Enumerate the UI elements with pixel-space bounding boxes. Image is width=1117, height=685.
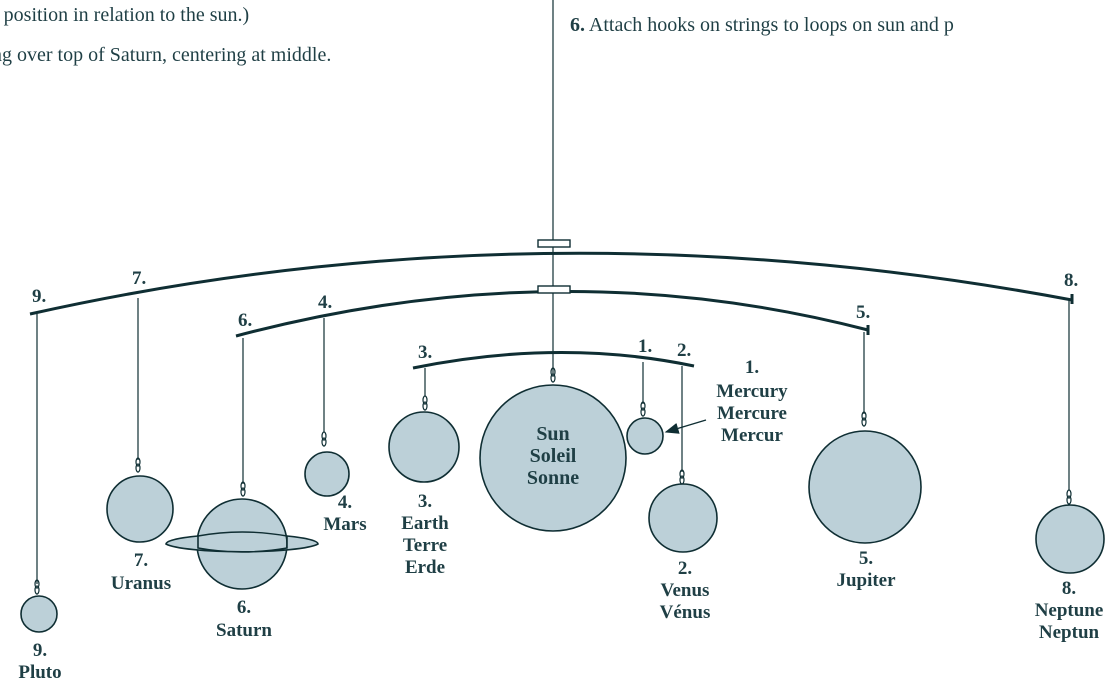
instruction-step-6: 6. Attach hooks on strings to loops on s…	[570, 14, 954, 37]
mars-label-line: 4.	[338, 492, 352, 513]
bar-label-1: 1.	[638, 336, 652, 357]
jupiter-hook	[861, 411, 867, 427]
earth-label-line: Earth	[401, 513, 449, 534]
jupiter-label: 5. Jupiter	[836, 548, 896, 591]
sun-label-line: Sun	[536, 423, 569, 445]
mars-label-line: Mars	[323, 514, 366, 535]
neptune-label-line: Neptune	[1035, 600, 1104, 621]
neptune-label: 8. Neptune Neptun	[1035, 578, 1104, 643]
venus	[648, 483, 718, 553]
venus-label-line: Venus	[661, 580, 710, 601]
mars	[304, 451, 350, 497]
mercury-label-line: Mercur	[721, 425, 783, 446]
pluto-label-line: Pluto	[18, 662, 61, 683]
neptune-label-line: 8.	[1062, 578, 1076, 599]
uranus-label-line: 7.	[134, 550, 148, 571]
venus-hook	[679, 469, 685, 485]
earth-hook	[422, 395, 428, 411]
step-text: Attach hooks on strings to loops on sun …	[588, 14, 954, 36]
bar-label-5: 5.	[856, 302, 870, 323]
jupiter-label-line: 5.	[859, 548, 873, 569]
bar-label-3: 3.	[418, 342, 432, 363]
jupiter	[808, 430, 922, 544]
step-number: 6.	[570, 14, 585, 36]
mercury-label-line: Mercury	[716, 381, 788, 402]
saturn-label: 6. Saturn	[216, 597, 272, 641]
pluto-label: 9. Pluto	[18, 640, 61, 683]
mercury-label-line: 1.	[745, 357, 759, 378]
sun	[479, 384, 627, 532]
earth-label-line: Erde	[405, 557, 445, 578]
saturn	[165, 498, 319, 590]
earth-label-line: Terre	[403, 535, 447, 556]
bar-label-9: 9.	[32, 286, 46, 307]
bar-label-2: 2.	[677, 340, 691, 361]
sun-label-line: Sonne	[527, 467, 579, 489]
venus-label-line: 2.	[678, 558, 692, 579]
bar-label-6: 6.	[238, 310, 252, 331]
mars-label: 4. Mars	[323, 492, 366, 535]
neptune-label-line: Neptun	[1039, 622, 1100, 643]
mercury-label: 1. Mercury Mercure Mercur	[716, 357, 788, 446]
sun-hook	[550, 367, 556, 383]
jupiter-label-line: Jupiter	[836, 570, 896, 591]
uranus-label: 7. Uranus	[111, 550, 171, 594]
mercury-hook	[640, 401, 646, 417]
uranus	[106, 475, 174, 543]
instruction-line-1: r position in relation to the sun.)	[0, 4, 250, 26]
uranus-hook	[135, 457, 141, 473]
venus-label-line: Vénus	[660, 602, 711, 623]
bar-label-8: 8.	[1064, 270, 1078, 291]
sun-label: Sun Soleil Sonne	[527, 423, 579, 489]
venus-label: 2. Venus Vénus	[660, 558, 711, 623]
uranus-label-line: Uranus	[111, 573, 171, 594]
neptune-hook	[1066, 489, 1072, 505]
mars-hook	[321, 431, 327, 447]
bar-label-4: 4.	[318, 292, 332, 313]
pluto	[20, 595, 58, 633]
pluto-label-line: 9.	[33, 640, 47, 661]
sun-label-line: Soleil	[530, 445, 577, 467]
mercury	[626, 417, 664, 455]
mercury-pointer-arrow	[664, 419, 707, 434]
pluto-hook	[34, 579, 40, 595]
top-bar-connector	[537, 239, 571, 248]
top-bar	[29, 251, 1073, 316]
instruction-line-2: ng over top of Saturn, centering at midd…	[0, 44, 332, 66]
saturn-label-line: Saturn	[216, 620, 272, 641]
bar-label-7: 7.	[132, 268, 146, 289]
earth-label: 3. Earth Terre Erde	[401, 491, 449, 578]
earth-label-line: 3.	[418, 491, 432, 512]
saturn-hook	[240, 481, 246, 497]
mercury-label-line: Mercure	[717, 403, 787, 424]
neptune	[1035, 504, 1105, 574]
middle-bar-connector	[537, 285, 571, 294]
saturn-label-line: 6.	[237, 597, 251, 618]
lower-bar	[412, 350, 695, 370]
earth	[388, 411, 460, 483]
